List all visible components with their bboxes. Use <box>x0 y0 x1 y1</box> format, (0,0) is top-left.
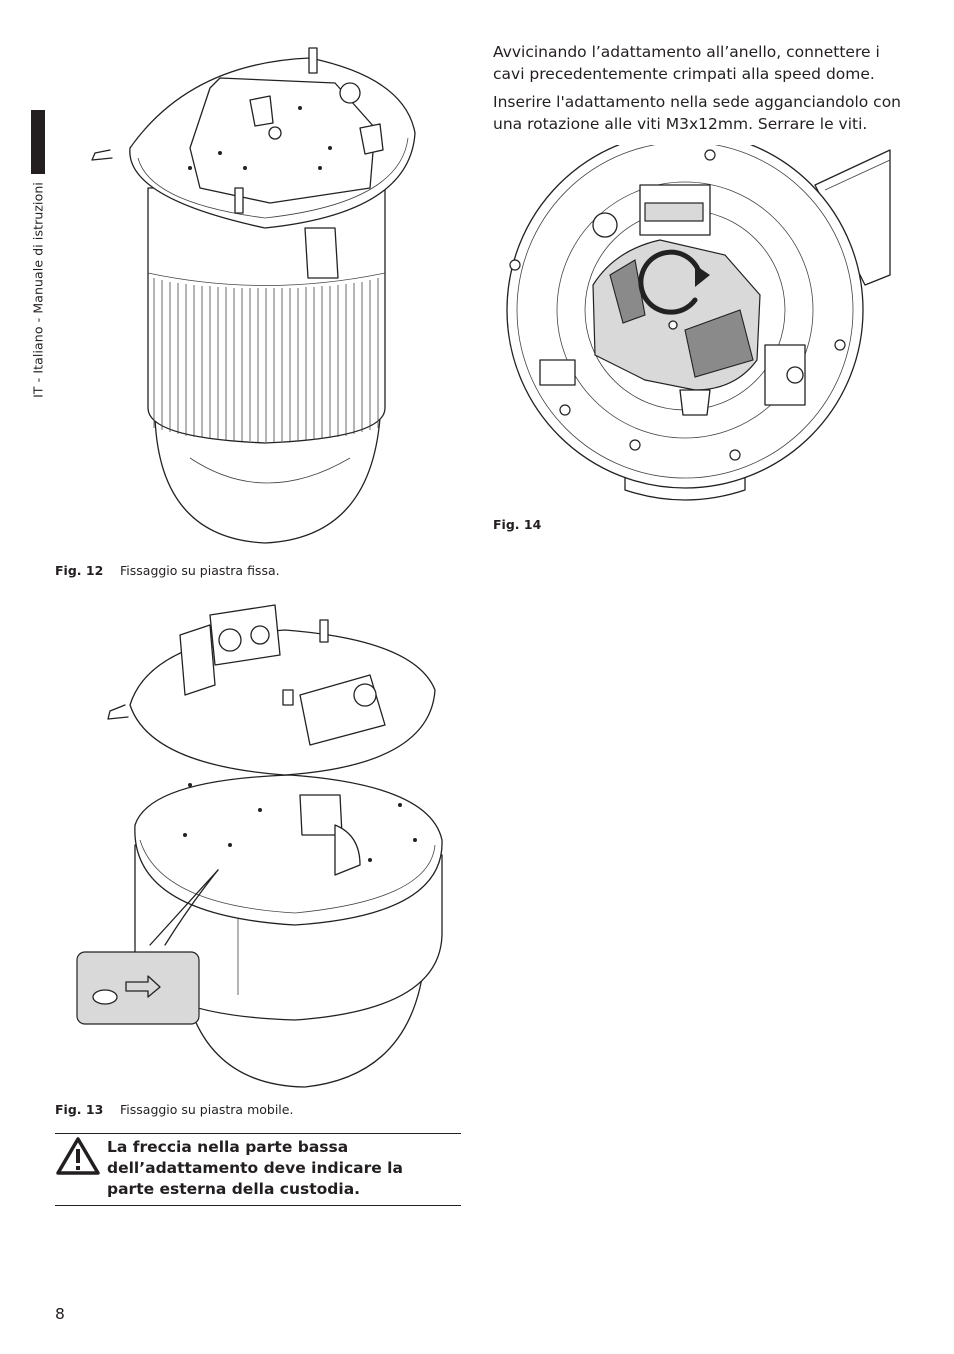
figure-14-illustration <box>506 145 891 501</box>
warning-top-rule <box>55 1133 461 1134</box>
page-number: 8 <box>55 1305 65 1323</box>
figure-12-number: Fig. 12 <box>55 563 104 578</box>
warning-bottom-rule <box>55 1205 461 1206</box>
figure-12-illustration <box>91 47 416 544</box>
section-tab-marker <box>31 110 45 174</box>
figure-14-caption: Fig. 14 <box>493 517 558 532</box>
figure-13-caption-text: Fissaggio su piastra mobile. <box>120 1102 294 1117</box>
figure-12-caption-text: Fissaggio su piastra fissa. <box>120 563 280 578</box>
warning-triangle-icon <box>56 1137 100 1175</box>
figure-13-number: Fig. 13 <box>55 1102 104 1117</box>
figure-13-caption: Fig. 13 Fissaggio su piastra mobile. <box>55 1102 293 1117</box>
instruction-paragraph-connect-cables: Avvicinando l’adattamento all’anello, co… <box>493 43 880 83</box>
section-side-label: IT - Italiano - Manuale di istruzioni <box>30 182 46 398</box>
instruction-paragraph-insert-adapter: Inserire l'adattamento nella sede agganc… <box>493 93 902 133</box>
figure-14-number: Fig. 14 <box>493 517 542 532</box>
figure-13-illustration <box>76 604 443 1088</box>
warning-text: La freccia nella parte bassa dell’adatta… <box>107 1138 403 1198</box>
figure-12-caption: Fig. 12 Fissaggio su piastra fissa. <box>55 563 280 578</box>
